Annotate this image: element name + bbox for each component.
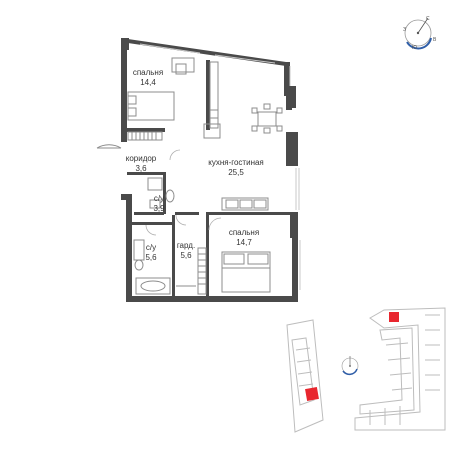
compass-site [341,356,359,375]
compass-top: С В З Ю [403,16,437,51]
room-area: 14,7 [236,238,252,247]
svg-text:Ю: Ю [412,45,417,51]
svg-text:З: З [403,27,406,33]
room-area: 5,6 [145,253,157,262]
svg-text:В: В [433,37,437,43]
room-wardrobe: гард. 5,6 [174,241,198,261]
site-highlight [305,312,399,401]
room-corridor: коридор 3,6 [121,154,161,174]
room-name: гард. [176,241,196,250]
room-name: с/у [153,194,165,203]
door-swings [145,149,222,236]
room-area: 5,6 [180,251,192,260]
room-area: 3,9 [153,204,165,213]
room-bedroom-2: спальня 14,7 [224,228,264,248]
room-kitchen-living: кухня-гостиная 25,5 [198,158,274,178]
windows [139,43,301,290]
interior-walls [121,60,292,297]
room-name: спальня [228,228,260,237]
room-name: кухня-гостиная [208,158,264,167]
room-bathroom-1: с/у 3,9 [148,194,170,214]
room-name: с/у [145,243,157,252]
room-bedroom-1: спальня 14,4 [128,68,168,88]
site-plan [286,307,446,433]
room-bathroom-2: с/у 5,6 [140,243,162,263]
room-name: спальня [132,68,164,77]
compass-north-letter: С [426,16,430,22]
room-name: коридор [125,154,157,163]
room-area: 3,6 [135,164,147,173]
room-area: 14,4 [140,78,156,87]
room-area: 25,5 [228,168,244,177]
furniture [96,57,283,295]
